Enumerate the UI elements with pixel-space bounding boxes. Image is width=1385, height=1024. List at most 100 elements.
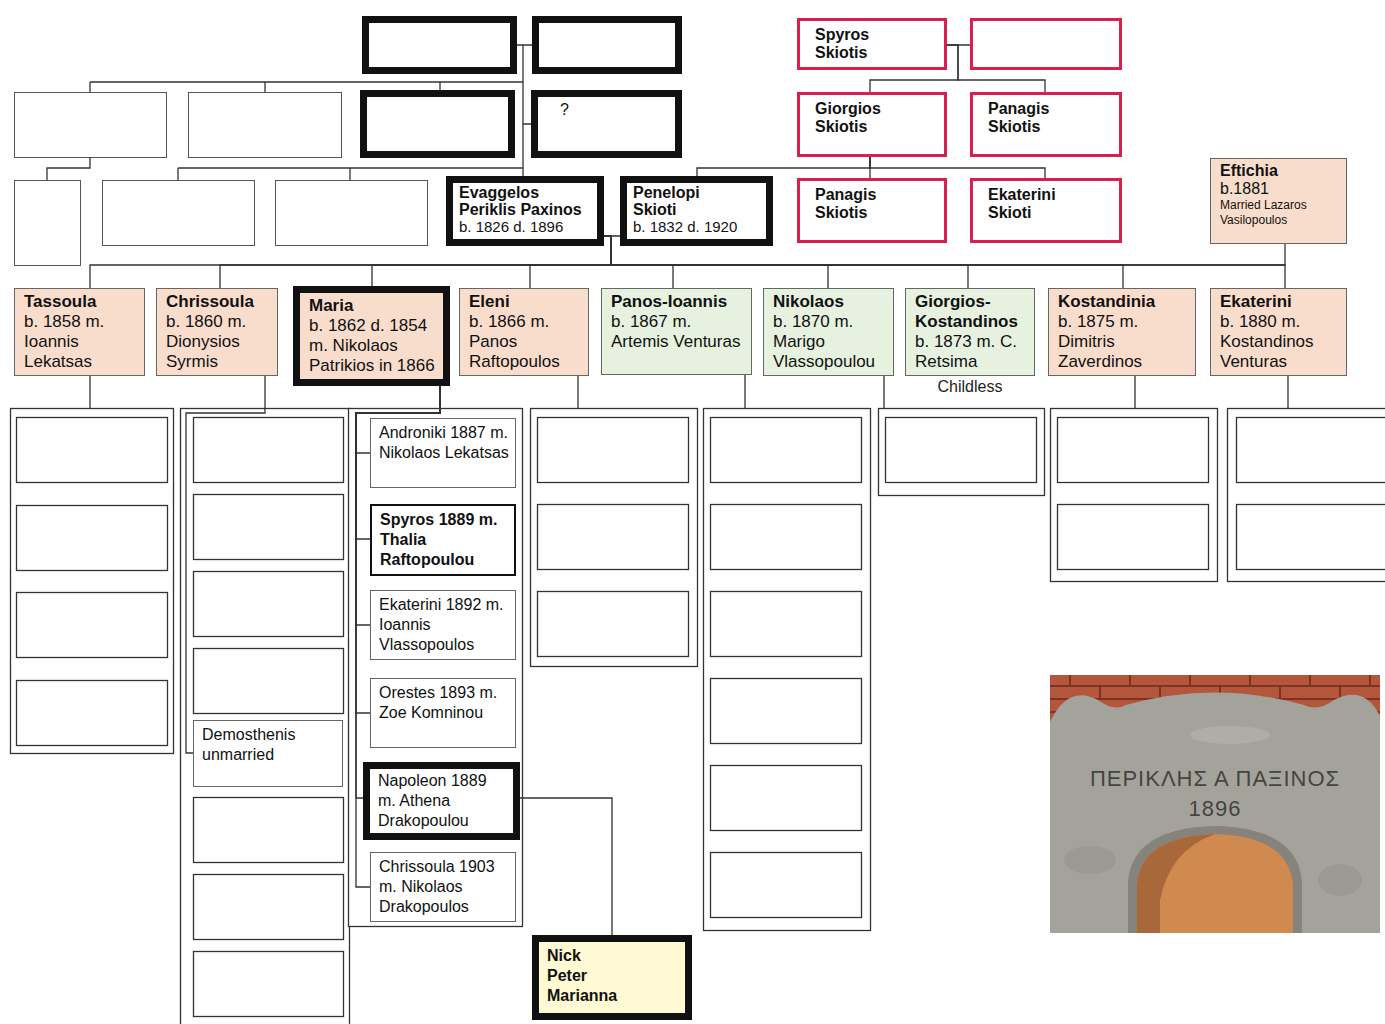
family-line [697,157,870,176]
child-box: Spyros 1889 m. Thalia Raftopoulou [370,504,516,576]
ancestor-box: Giorgios Skiotis [797,92,947,157]
ancestor-box: Spyros Skiotis [797,18,947,70]
node-heading: Orestes 1893 m. Zoe Komninou [379,683,509,723]
empty-box [194,418,344,483]
node-detail: b. 1832 d. 1920 [633,218,762,235]
person-box: Nikolaosb. 1870 m. Marigo Vlassopoulou [763,288,894,376]
stone-texture [1064,846,1116,874]
unknown-box: ? [531,90,682,158]
empty-box [194,572,344,637]
node-detail: Married Lazaros Vasilopoulos [1220,198,1342,228]
empty-box [189,93,342,158]
empty-box [711,592,862,657]
children-column [704,409,871,931]
family-line [870,157,1045,178]
node-heading: Nikolaos [773,292,889,312]
node-heading: Chrissoula 1903 m. Nikolaos Drakopoulos [379,857,509,917]
empty-box [17,418,168,483]
node-detail: b. 1860 m. Dionysios Syrmis [166,312,273,372]
children-column [11,409,174,754]
children-column [1051,409,1218,582]
family-line [186,376,265,753]
node-detail: b. 1880 m. Kostandinos Venturas [1220,312,1342,372]
node-heading: Eftichia [1220,162,1342,180]
empty-box [276,181,428,246]
children-column [1228,409,1385,582]
empty-box [194,875,344,940]
node-heading: Demosthenis unmarried [202,725,336,765]
empty-box [538,592,689,657]
person-box: Elenib. 1866 m. Panos Raftopoulos [459,288,589,376]
empty-box [366,20,514,71]
empty-box [1237,418,1385,483]
inscription-text: 1896 [1054,796,1376,822]
empty-box [194,952,344,1017]
node-detail: b. 1826 d. 1896 [459,218,593,235]
node-detail: b.1881 [1220,180,1342,198]
tree-line [47,45,1288,408]
empty-box [194,495,344,560]
child-box: Ekaterini 1892 m. Ioannis Vlassopoulos [370,590,516,660]
empty-box [103,181,255,246]
empty-box [17,681,168,746]
child-box: Demosthenis unmarried [193,720,343,787]
family-line [947,45,1045,92]
grave-stone [1050,693,1380,934]
empty-box [536,20,679,71]
children-column [879,409,1045,496]
family-line [520,798,612,935]
roof-tiles [1050,675,1380,933]
node-detail: b. 1875 m. Dimitris Zaverdinos [1058,312,1191,372]
node-detail: b. 1873 m. C. Retsima [915,332,1030,372]
empty-box [1058,418,1209,483]
ancestor-box: Ekaterini Skioti [970,178,1122,243]
empty-box [538,418,689,483]
node-heading: Chrissoula [166,292,273,312]
empty-box [194,649,344,714]
node-heading: Giorgios Skiotis [815,100,881,136]
empty-box [711,418,862,483]
empty-box [711,679,862,744]
person-box: Mariab. 1862 d. 1854 m. Nikolaos Patriki… [293,286,450,386]
person-box: Eftichiab.1881Married Lazaros Vasilopoul… [1210,158,1347,244]
ancestor-box: Panagis Skiotis [970,92,1122,157]
node-heading: Maria [309,296,439,316]
empty-box [17,506,168,571]
person-box: Kostandiniab. 1875 m. Dimitris Zaverdino… [1048,288,1196,376]
person-box: Tassoulab. 1858 m. Ioannis Lekatsas [14,288,145,376]
empty-box [15,93,167,158]
node-heading: Eleni [469,292,584,312]
node-heading: Giorgios-Kostandinos [915,292,1030,332]
person-box: Chrissoulab. 1860 m. Dionysios Syrmis [156,288,278,376]
stone-texture [1190,726,1270,744]
empty-box [972,20,1121,69]
node-detail: b. 1862 d. 1854 m. Nikolaos Patrikios in… [309,316,439,376]
child-box: Androniki 1887 m. Nikolaos Lekatsas [370,418,516,488]
node-heading: Evaggelos Periklis Paxinos [459,184,593,218]
stone-arch [1137,834,1293,933]
stone-arch [1128,826,1302,933]
node-detail: b. 1866 m. Panos Raftopoulos [469,312,584,372]
node-heading: Ekaterini 1892 m. Ioannis Vlassopoulos [379,595,509,655]
parent-box: Penelopi Skiotib. 1832 d. 1920 [620,176,773,246]
node-detail: b. 1858 m. Ioannis Lekatsas [24,312,140,372]
node-detail: b. 1870 m. Marigo Vlassopoulou [773,312,889,372]
node-heading: Tassoula [24,292,140,312]
empty-box [15,181,81,266]
children-column [181,409,350,1024]
descendant-box: Nick Peter Marianna [532,935,692,1020]
node-detail: b. 1867 m. Artemis Venturas [611,312,747,352]
empty-box [364,94,512,155]
stone-arch [1137,834,1215,933]
child-box: Chrissoula 1903 m. Nikolaos Drakopoulos [370,852,516,922]
empty-box [711,853,862,918]
children-column [531,409,698,667]
empty-box [1237,505,1385,570]
node-heading: Ekaterini [1220,292,1342,312]
ancestor-box: Panagis Skiotis [797,178,947,243]
empty-box [17,593,168,658]
child-box: Napoleon 1889 m. Athena Drakopoulou [363,762,520,840]
children-column [349,409,523,927]
